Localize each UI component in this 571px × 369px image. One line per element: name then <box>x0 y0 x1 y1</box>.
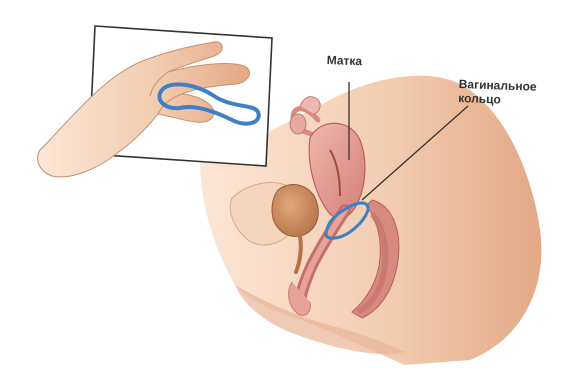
vaginal-ring-label: Вагинальное кольцо <box>458 77 537 108</box>
vaginal-ring-label-line2: кольцо <box>458 91 536 108</box>
ovary <box>290 114 306 134</box>
bladder <box>272 185 318 237</box>
inset-hand-ring <box>38 26 272 177</box>
uterus-label: Матка <box>327 53 363 68</box>
